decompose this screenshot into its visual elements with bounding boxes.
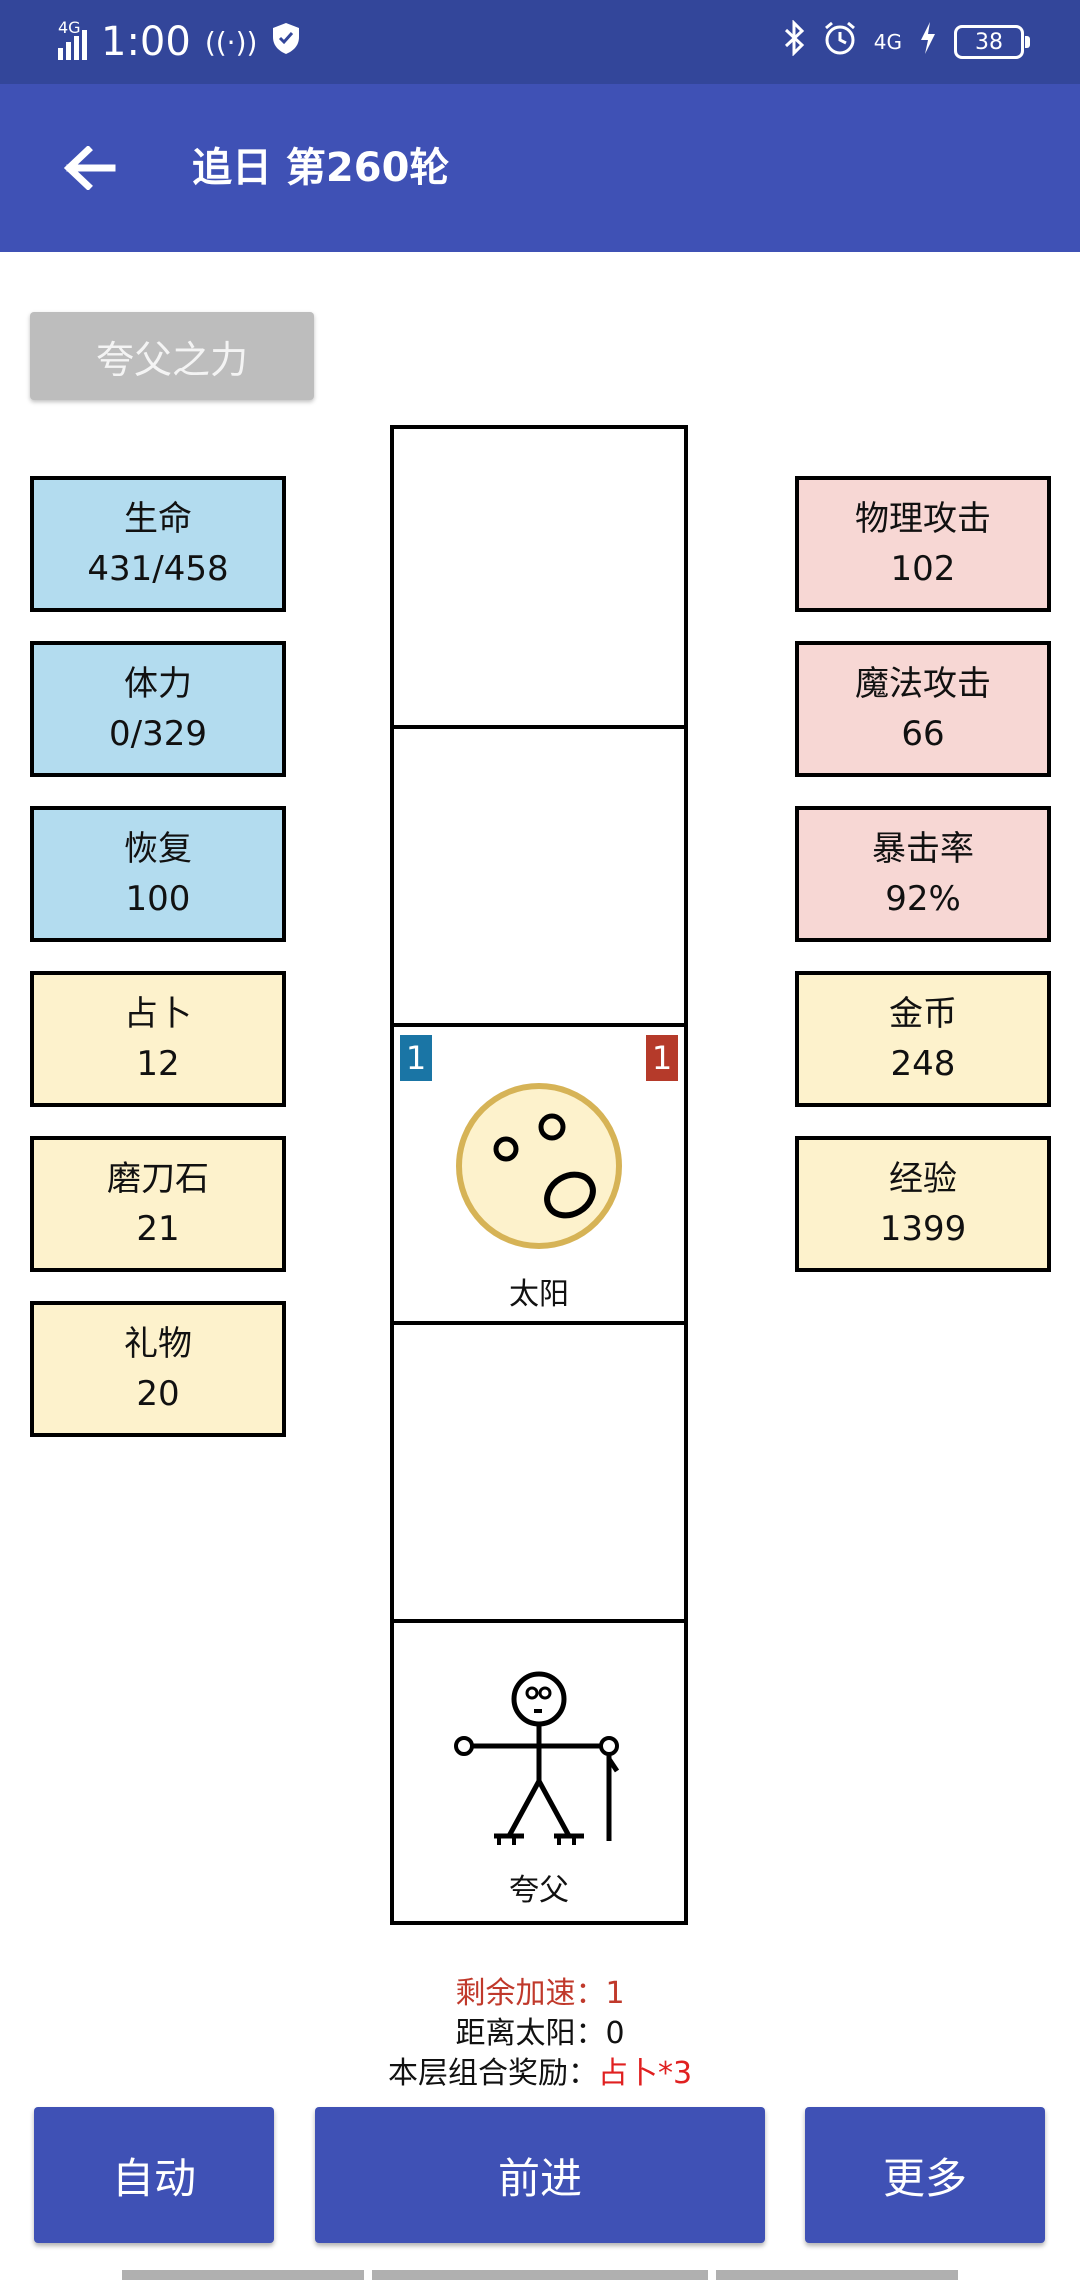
stat-label: 经验 [889,1159,957,1199]
vibrate-icon: ((·)) [204,25,258,59]
track-cell-player[interactable]: 夸父 [394,1621,684,1917]
boost-label: 剩余加速： [455,1976,606,2011]
distance-value: 0 [605,2016,625,2051]
boost-value: 1 [605,1976,625,2011]
arrow-left-icon [64,146,116,190]
stat-label: 磨刀石 [107,1159,209,1199]
app-bar: 追日 第260轮 [0,84,1080,252]
bluetooth-icon [782,18,806,65]
sun-icon [456,1083,622,1249]
stat-crit-rate: 暴击率 92% [795,806,1051,942]
kuafu-power-button[interactable]: 夸父之力 [30,312,314,400]
stat-value: 21 [136,1209,180,1249]
kuafu-stickman-icon [454,1671,620,1845]
stat-value: 20 [136,1374,180,1414]
battery-level: 38 [975,29,1003,55]
stat-label: 礼物 [124,1324,192,1364]
stat-value: 0/329 [109,714,207,754]
shield-icon [271,19,301,65]
stat-value: 1399 [879,1209,967,1249]
distance-label: 距离太阳： [455,2016,606,2051]
stat-physical-attack: 物理攻击 102 [795,476,1051,612]
stat-label: 物理攻击 [855,499,991,539]
track-board: 1 1 太阳 夸父 [390,425,688,1925]
track-cell-sun[interactable]: 1 1 太阳 [394,1025,684,1325]
more-button[interactable]: 更多 [805,2107,1045,2243]
network-type: 4G [58,18,81,37]
stat-label: 恢复 [124,829,192,869]
page-title: 追日 第260轮 [192,145,450,191]
status-right: 4G 38 [782,14,1030,70]
stat-divination: 占卜 12 [30,971,286,1107]
clock: 1:00 [101,19,191,65]
stat-value: 431/458 [87,549,229,589]
track-cell-empty [394,727,684,1027]
stat-gold: 金币 248 [795,971,1051,1107]
stat-label: 占卜 [124,994,192,1034]
battery-icon: 38 [954,25,1030,59]
boost-remaining: 剩余加速：1 [0,1974,1080,2014]
stat-value: 66 [901,714,945,754]
stat-hp: 生命 431/458 [30,476,286,612]
reward-value: 占卜*3 [597,2056,693,2091]
sun-badge-blue: 1 [400,1035,432,1081]
reward-label: 本层组合奖励： [387,2056,598,2091]
signal-icon: 4G [58,18,87,60]
stat-whetstone: 磨刀石 21 [30,1136,286,1272]
stat-value: 12 [136,1044,180,1084]
stat-magic-attack: 魔法攻击 66 [795,641,1051,777]
network-type-right: 4G [873,30,902,54]
stat-label: 生命 [124,499,192,539]
layer-reward: 本层组合奖励：占卜*3 [0,2054,1080,2094]
stat-value: 248 [890,1044,956,1084]
stat-recovery: 恢复 100 [30,806,286,942]
player-label: 夸父 [509,1873,569,1908]
stat-value: 102 [890,549,956,589]
status-left: 4G 1:00 ((·)) [58,14,301,70]
auto-button[interactable]: 自动 [34,2107,274,2243]
stat-experience: 经验 1399 [795,1136,1051,1272]
charging-icon [918,20,938,65]
track-cell-empty [394,429,684,729]
sun-label: 太阳 [509,1277,569,1312]
stat-label: 暴击率 [872,829,974,869]
stat-label: 金币 [889,994,957,1034]
stat-value: 92% [885,879,961,919]
stat-label: 体力 [124,664,192,704]
distance-to-sun: 距离太阳：0 [0,2014,1080,2054]
back-button[interactable] [50,136,130,200]
nav-indicator [716,2270,958,2280]
alarm-icon [822,20,858,65]
stat-gift: 礼物 20 [30,1301,286,1437]
forward-button[interactable]: 前进 [315,2107,765,2243]
track-cell-empty [394,1323,684,1623]
nav-indicator [372,2270,708,2280]
nav-indicator [122,2270,364,2280]
status-bar: 4G 1:00 ((·)) 4G 38 [0,0,1080,84]
stat-stamina: 体力 0/329 [30,641,286,777]
stat-value: 100 [125,879,191,919]
stat-label: 魔法攻击 [855,664,991,704]
sun-badge-red: 1 [646,1035,678,1081]
